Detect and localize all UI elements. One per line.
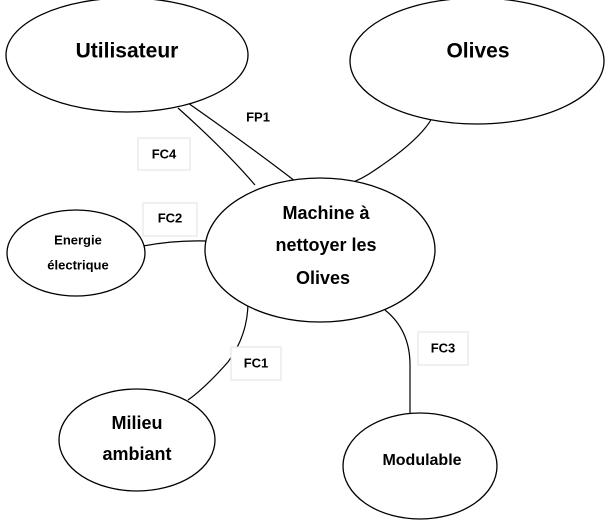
label-fc3: FC3 <box>431 340 456 355</box>
box-fc2 <box>142 202 198 237</box>
node-olives <box>349 0 605 125</box>
box-fc3 <box>417 331 469 366</box>
node-utilisateur <box>5 0 249 113</box>
label-utilisateur: Utilisateur <box>76 40 179 63</box>
label-milieu-line1: Milieu <box>111 413 162 433</box>
node-milieu <box>58 388 216 492</box>
label-olives: Olives <box>446 40 509 63</box>
label-fc1: FC1 <box>244 355 269 370</box>
link-utilisateur-machine-fp1 <box>187 102 433 189</box>
node-energie <box>6 209 146 297</box>
link-energie-machine <box>142 240 208 247</box>
link-utilisateur-machine-a <box>177 107 256 186</box>
label-fp1: FP1 <box>246 109 270 124</box>
node-modulable <box>342 412 498 520</box>
label-machine-line2: nettoyer les <box>275 235 376 255</box>
label-milieu-line2: ambiant <box>102 444 171 464</box>
link-milieu-machine <box>187 301 249 401</box>
node-machine <box>204 177 436 323</box>
label-energie-line2: électrique <box>47 257 108 272</box>
label-fc2: FC2 <box>158 210 183 225</box>
label-machine-line3: Olives <box>296 268 350 288</box>
label-machine-line1: Machine à <box>282 203 370 223</box>
label-energie-line1: Energie <box>54 232 102 247</box>
box-fc4 <box>137 137 191 171</box>
label-fc4: FC4 <box>152 146 177 161</box>
box-fc1 <box>230 346 282 381</box>
label-modulable: Modulable <box>382 452 461 469</box>
link-modulable-machine <box>384 309 411 418</box>
